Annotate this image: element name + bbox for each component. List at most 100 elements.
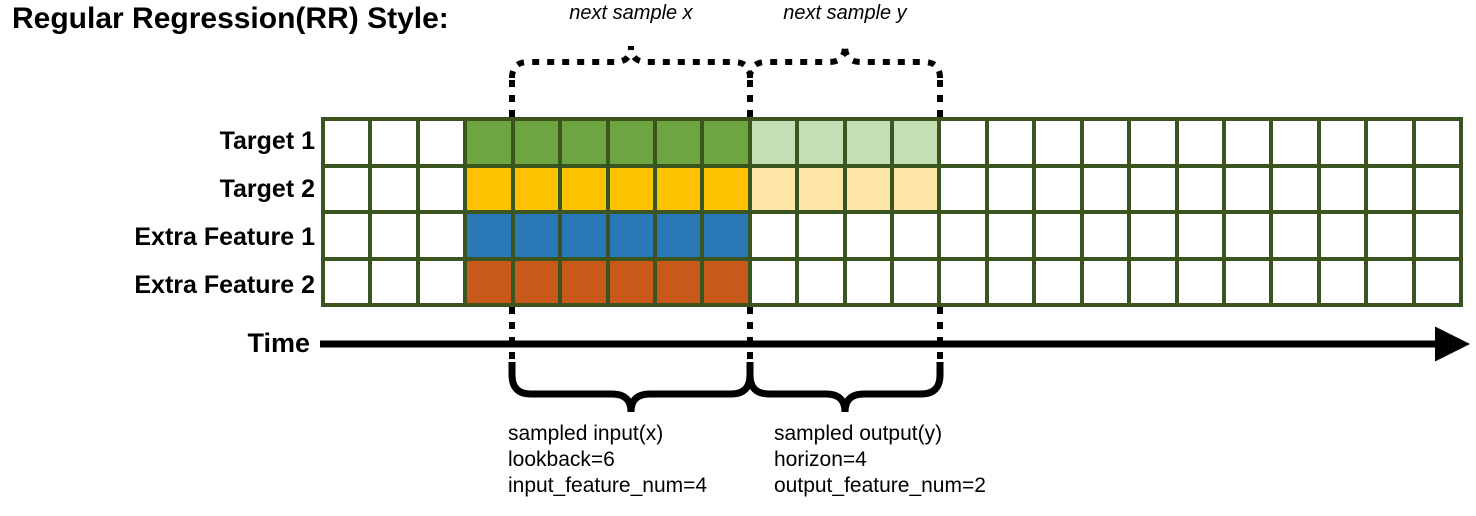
grid-cell-r3-c6 [562, 214, 606, 257]
sampled-output-line-2: horizon=4 [774, 448, 867, 471]
grid-cell-r1-c4 [467, 121, 511, 164]
grid-cell-r1-c11 [799, 121, 843, 164]
grid-cell-r3-c15 [988, 214, 1033, 257]
grid-cell-r2-c9 [704, 167, 748, 210]
grid-cell-r1-c22 [1320, 121, 1365, 164]
grid-cell-r3-c22 [1320, 214, 1365, 257]
grid-cell-r1-c16 [1036, 121, 1080, 164]
grid-cell-r1-c13 [894, 121, 938, 164]
row-label-target-1: Target 1 [219, 127, 315, 155]
grid-cell-r3-c2 [372, 214, 416, 257]
grid-cell-r4-c5 [514, 260, 559, 303]
grid-cell-r1-c18 [1131, 121, 1175, 164]
grid-cell-r4-c22 [1320, 260, 1365, 303]
grid-cell-r3-c12 [846, 214, 890, 257]
time-axis-label: Time [247, 328, 310, 358]
grid-cell-r2-c10 [751, 167, 796, 210]
top-brace-label-next-sample-x: next sample x [569, 2, 693, 24]
grid-cell-r3-c1 [325, 214, 369, 257]
timeseries-grid [321, 117, 1463, 307]
grid-cell-r2-c3 [419, 167, 464, 210]
grid-cell-r3-c5 [514, 214, 559, 257]
grid-cell-r4-c19 [1178, 260, 1222, 303]
grid-cell-r3-c24 [1415, 214, 1459, 257]
sampled-output-line-3: output_feature_num=2 [774, 474, 986, 497]
grid-cell-r3-c9 [704, 214, 748, 257]
row-label-extra-feature-1: Extra Feature 1 [134, 223, 315, 251]
grid-cell-r3-c8 [656, 214, 701, 257]
grid-cell-r3-c11 [799, 214, 843, 257]
grid-cell-r3-c3 [419, 214, 464, 257]
grid-cell-r2-c21 [1273, 167, 1317, 210]
grid-cell-r2-c6 [562, 167, 606, 210]
grid-cell-r4-c1 [325, 260, 369, 303]
grid-cell-r2-c13 [894, 167, 938, 210]
row-label-column: Target 1 Target 2 Extra Feature 1 Extra … [5, 0, 315, 516]
sampled-input-line-1: sampled input(x) [508, 422, 664, 445]
grid-cell-r1-c3 [419, 121, 464, 164]
grid-cell-r2-c4 [467, 167, 511, 210]
grid-cell-r2-c8 [656, 167, 701, 210]
grid-cell-r1-c5 [514, 121, 559, 164]
grid-cell-r2-c1 [325, 167, 369, 210]
grid-cell-r4-c3 [419, 260, 464, 303]
grid-cell-r2-c15 [988, 167, 1033, 210]
grid-cell-r1-c23 [1368, 121, 1412, 164]
grid-cell-r4-c21 [1273, 260, 1317, 303]
grid-cell-r4-c2 [372, 260, 416, 303]
sampled-input-line-2: lookback=6 [508, 448, 615, 471]
grid-cell-r4-c17 [1083, 260, 1128, 303]
grid-cell-r4-c16 [1036, 260, 1080, 303]
grid-cell-r2-c18 [1131, 167, 1175, 210]
grid-cell-r1-c6 [562, 121, 606, 164]
grid-cell-r4-c23 [1368, 260, 1412, 303]
grid-cell-r2-c16 [1036, 167, 1080, 210]
grid-cell-r2-c5 [514, 167, 559, 210]
grid-cell-r2-c23 [1368, 167, 1412, 210]
grid-cell-r3-c19 [1178, 214, 1222, 257]
grid-cell-r3-c13 [894, 214, 938, 257]
grid-cell-r1-c14 [941, 121, 985, 164]
grid-cell-r1-c21 [1273, 121, 1317, 164]
grid-cell-r3-c14 [941, 214, 985, 257]
grid-cell-r3-c17 [1083, 214, 1128, 257]
grid-cell-r1-c17 [1083, 121, 1128, 164]
grid-cell-r3-c4 [467, 214, 511, 257]
grid-cell-r2-c12 [846, 167, 890, 210]
grid-cell-r1-c12 [846, 121, 890, 164]
page-title: Regular Regression(RR) Style: [12, 2, 449, 35]
grid-cell-r4-c12 [846, 260, 890, 303]
grid-cell-r3-c10 [751, 214, 796, 257]
grid-cell-r4-c13 [894, 260, 938, 303]
grid-cell-r3-c20 [1225, 214, 1270, 257]
grid-cell-r4-c10 [751, 260, 796, 303]
grid-cell-r4-c8 [656, 260, 701, 303]
grid-cell-r4-c11 [799, 260, 843, 303]
grid-cell-r2-c20 [1225, 167, 1270, 210]
row-label-extra-feature-2: Extra Feature 2 [134, 271, 315, 299]
grid-cell-r4-c18 [1131, 260, 1175, 303]
grid-cell-r3-c21 [1273, 214, 1317, 257]
grid-cell-r4-c9 [704, 260, 748, 303]
grid-cell-r2-c14 [941, 167, 985, 210]
grid-cell-r1-c10 [751, 121, 796, 164]
top-brace-label-next-sample-y: next sample y [783, 2, 907, 24]
grid-cell-r2-c19 [1178, 167, 1222, 210]
grid-cell-r1-c20 [1225, 121, 1270, 164]
sampled-input-line-3: input_feature_num=4 [508, 474, 708, 497]
grid-cell-r3-c23 [1368, 214, 1412, 257]
grid-cell-r1-c15 [988, 121, 1033, 164]
grid-cell-r4-c24 [1415, 260, 1459, 303]
grid-cell-r2-c24 [1415, 167, 1459, 210]
grid-cell-r1-c2 [372, 121, 416, 164]
grid-cell-r2-c11 [799, 167, 843, 210]
grid-cell-r3-c16 [1036, 214, 1080, 257]
sampled-output-line-1: sampled output(y) [774, 422, 943, 445]
grid-cell-r1-c1 [325, 121, 369, 164]
grid-cell-r4-c14 [941, 260, 985, 303]
grid-cell-r1-c9 [704, 121, 748, 164]
grid-cell-r4-c4 [467, 260, 511, 303]
grid-cell-r1-c24 [1415, 121, 1459, 164]
bottom-brace-caption-sampled-input: sampled input(x) lookback=6 input_featur… [508, 421, 707, 499]
